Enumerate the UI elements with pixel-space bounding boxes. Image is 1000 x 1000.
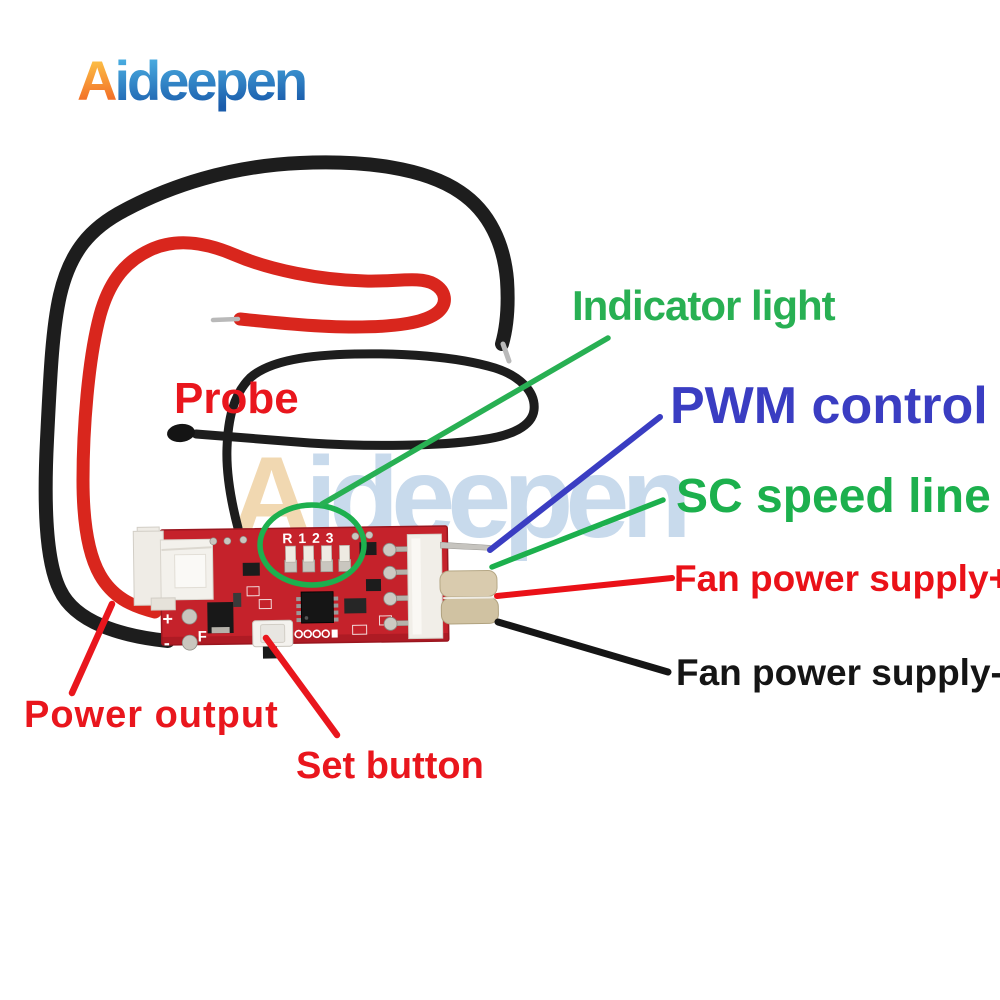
pwm-control-line bbox=[487, 414, 663, 553]
led-silkscreen-text: R 1 2 3 bbox=[282, 530, 334, 547]
solder-pad bbox=[223, 537, 232, 545]
wires bbox=[38, 155, 539, 648]
solder-pad bbox=[239, 536, 248, 544]
fan-header-connector bbox=[382, 533, 499, 640]
callout-lines bbox=[68, 335, 675, 739]
bottom-silkscreen-marks bbox=[294, 629, 338, 639]
solder-joint bbox=[382, 565, 397, 580]
indicator-light-line bbox=[319, 335, 611, 507]
terminal-pad-plus bbox=[181, 608, 198, 625]
jst-foot bbox=[150, 597, 176, 611]
solder-pad bbox=[365, 531, 374, 539]
power-output-line bbox=[68, 600, 116, 697]
pwm-control-label: PWM control bbox=[670, 377, 988, 435]
mosfet bbox=[207, 602, 234, 634]
indicator-light-label: Indicator light bbox=[572, 282, 836, 329]
minus-silkscreen: - bbox=[164, 633, 170, 653]
brand-logo-rest: ideepen bbox=[114, 49, 305, 112]
brand-logo-letter-a: A bbox=[77, 49, 116, 112]
sc-speed-line-line bbox=[489, 497, 666, 570]
solder-joint bbox=[383, 616, 398, 631]
header-highlight bbox=[411, 538, 422, 635]
solder-joint bbox=[382, 542, 397, 557]
plus-silkscreen: + bbox=[162, 609, 173, 629]
latch-tab-lower bbox=[440, 596, 499, 625]
red-wire bbox=[76, 236, 451, 619]
sc-speed-line-label: SC speed line bbox=[676, 470, 991, 523]
transistor bbox=[242, 562, 260, 576]
fan-power-minus-label: Fan power supply- bbox=[676, 652, 1000, 693]
callout-labels: Probe Indicator light PWM control SC spe… bbox=[24, 282, 1000, 787]
f-silkscreen: F bbox=[198, 628, 207, 645]
pcb-module: R 1 2 3 bbox=[132, 525, 499, 659]
led-1 bbox=[302, 545, 316, 573]
led-indicators: R 1 2 3 bbox=[282, 530, 352, 573]
black-wire bbox=[38, 155, 515, 648]
black-wire-bare-tip bbox=[500, 341, 512, 364]
pad-outline bbox=[246, 586, 260, 597]
power-output-label: Power output bbox=[24, 694, 279, 736]
output-terminals: + - F bbox=[162, 608, 207, 653]
jst-power-connector bbox=[132, 526, 214, 611]
ic-chip bbox=[296, 591, 339, 624]
solder-pad bbox=[209, 537, 218, 546]
fan-power-plus-label: Fan power supply+ bbox=[674, 558, 1000, 599]
probe-label: Probe bbox=[174, 374, 299, 423]
latch-tab-upper bbox=[439, 569, 498, 598]
indicator-annotation-circle bbox=[257, 502, 367, 588]
latch-separator bbox=[443, 596, 497, 600]
probe-wire bbox=[191, 349, 539, 533]
jst-back-block bbox=[132, 530, 165, 606]
pad-outline bbox=[258, 598, 272, 610]
terminal-pad-minus bbox=[181, 634, 198, 651]
solder-joint bbox=[383, 591, 398, 606]
led-r bbox=[284, 545, 298, 573]
jst-ridge bbox=[161, 546, 212, 551]
red-wire-bare-tip bbox=[210, 316, 241, 323]
transistor bbox=[365, 578, 382, 592]
jst-latch-tongue bbox=[174, 553, 207, 589]
fan-power-plus-line bbox=[494, 575, 675, 599]
led-3 bbox=[338, 545, 352, 572]
solder-pad bbox=[351, 532, 360, 541]
brand-logo: Aideepen bbox=[77, 49, 305, 112]
probe-thermistor-bulb bbox=[167, 423, 195, 443]
set-button-label: Set button bbox=[296, 745, 484, 787]
pad-outline bbox=[352, 624, 368, 635]
capacitor bbox=[344, 598, 367, 614]
set-button-line bbox=[262, 634, 341, 739]
resistor bbox=[233, 592, 242, 608]
mosfet-tab bbox=[211, 627, 230, 634]
fan-power-minus-line bbox=[494, 618, 672, 676]
led-2 bbox=[320, 545, 334, 573]
pcb-bottom-edge bbox=[161, 632, 449, 646]
